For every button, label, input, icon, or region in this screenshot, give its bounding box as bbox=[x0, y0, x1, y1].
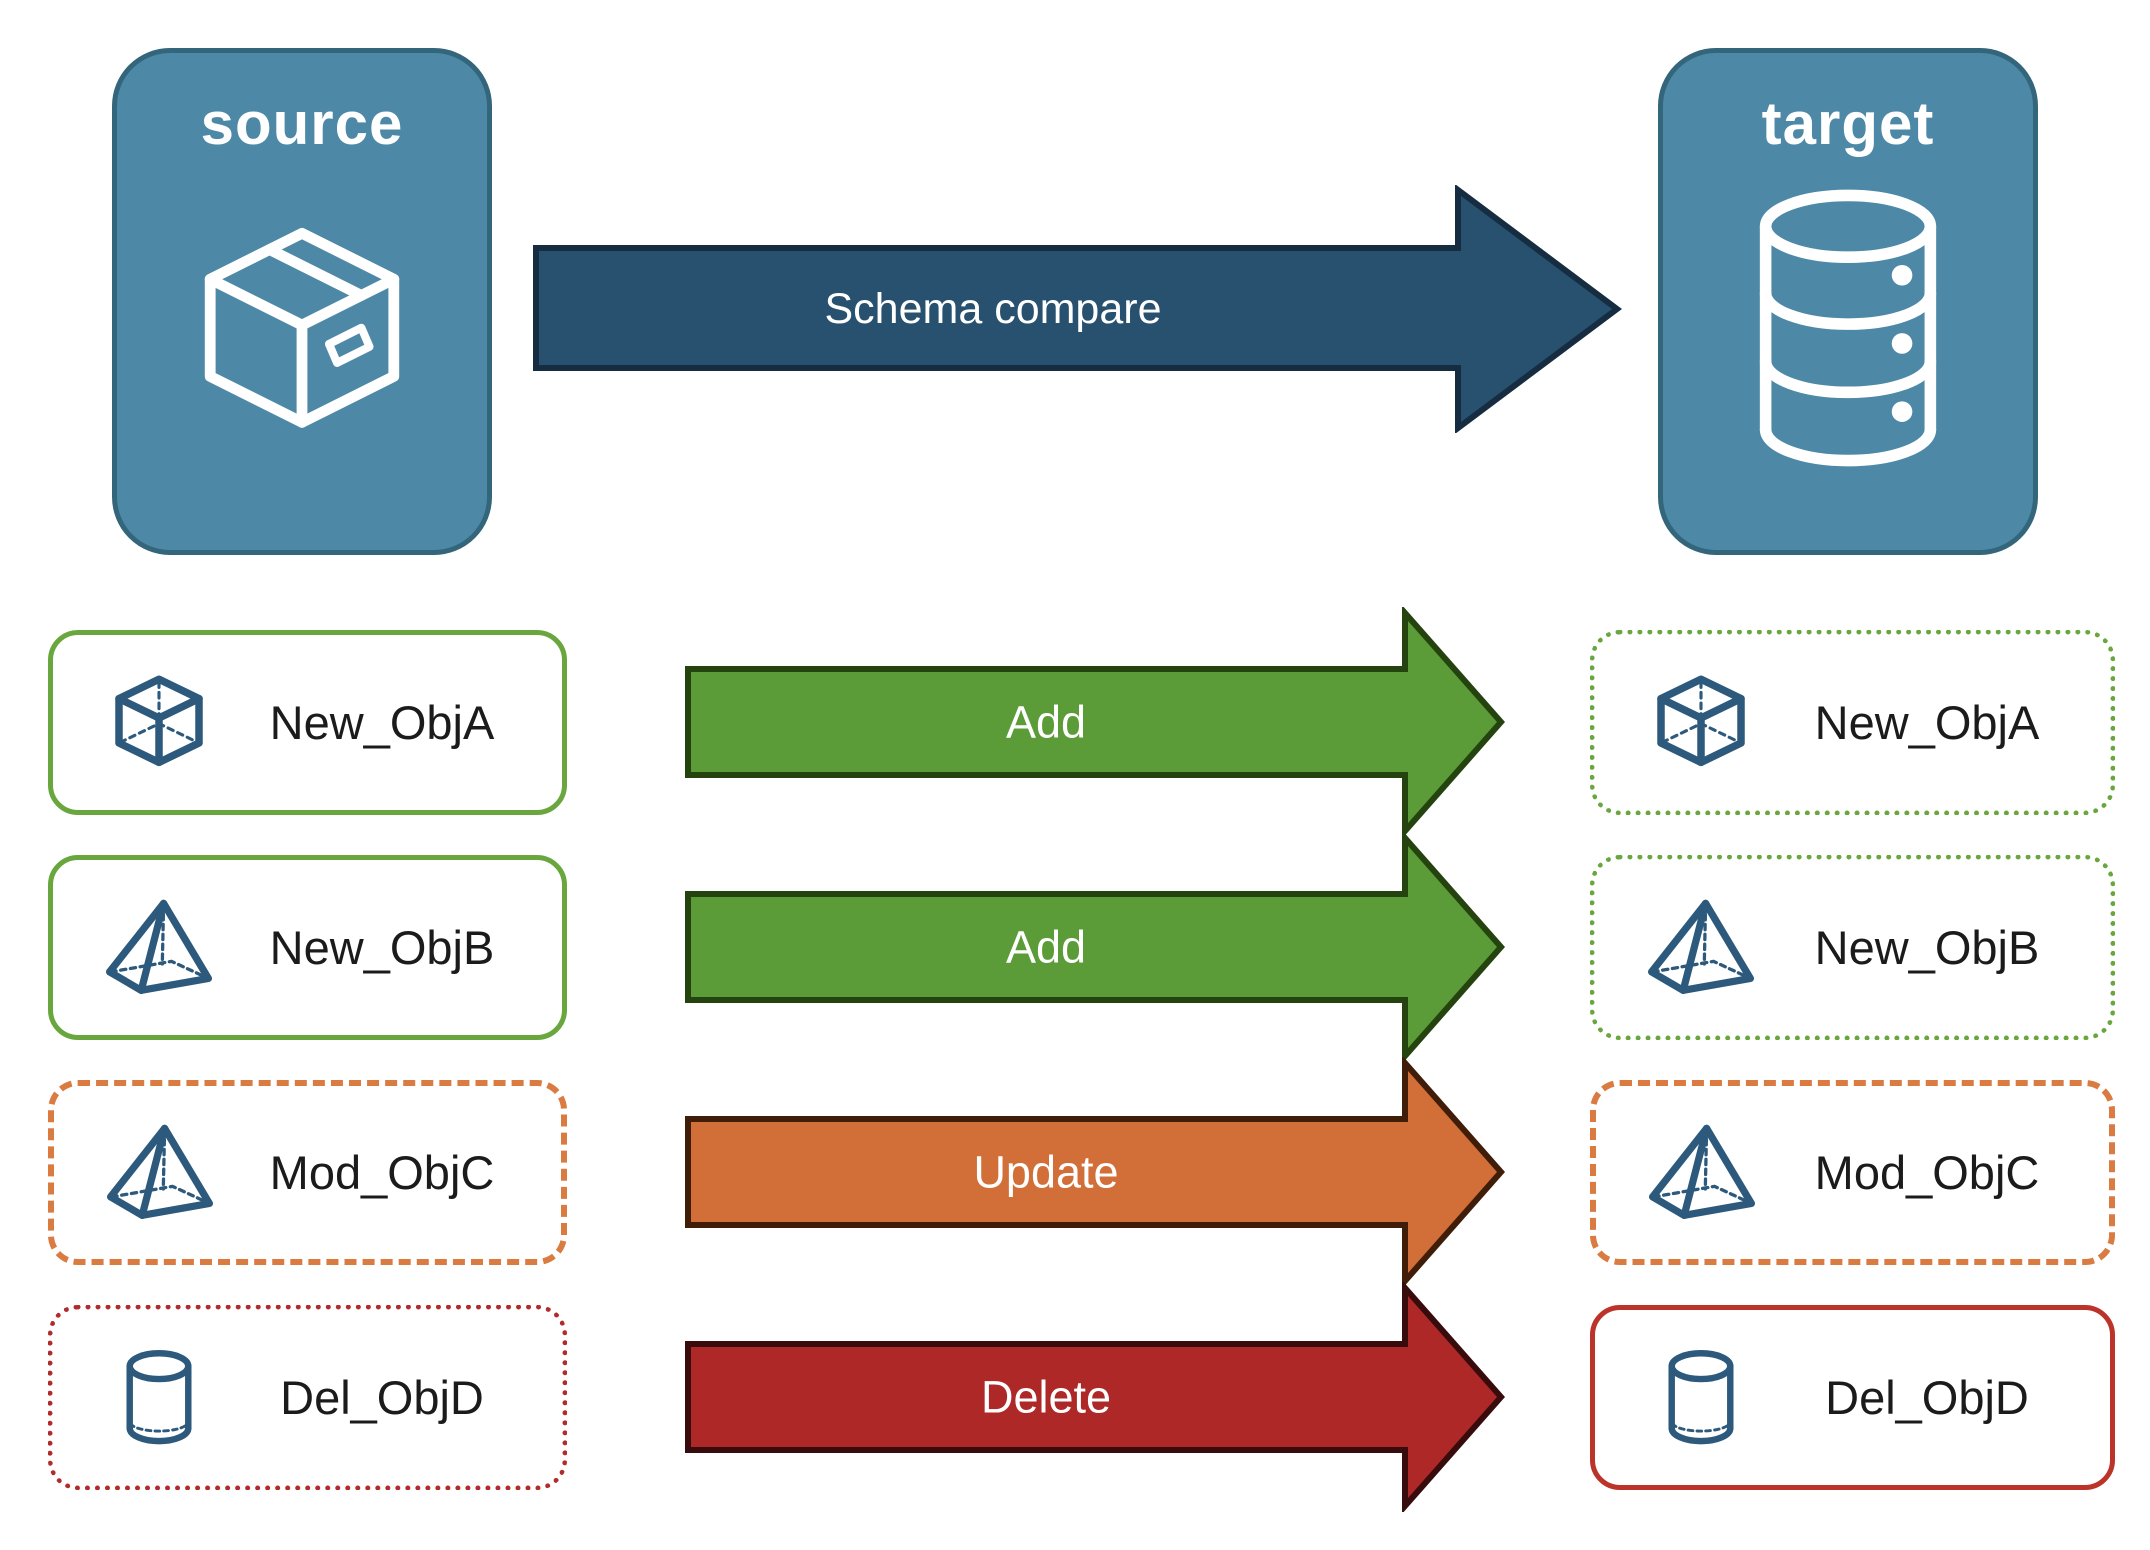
target-object-new-obja: New_ObjA bbox=[1590, 630, 2115, 815]
source-node-label: source bbox=[200, 90, 404, 157]
pyramid-icon bbox=[102, 1115, 217, 1230]
pyramid-icon bbox=[1643, 890, 1758, 1005]
source-object-new-obja: New_ObjA bbox=[48, 630, 567, 815]
update-arrow-row3: Update bbox=[685, 1057, 1505, 1287]
add-arrow-row2: Add bbox=[685, 832, 1505, 1062]
cylinder-icon bbox=[1643, 1340, 1758, 1455]
add-arrow-row1: Add bbox=[685, 607, 1505, 837]
pyramid-icon bbox=[1644, 1115, 1759, 1230]
target-node-label: target bbox=[1761, 90, 1935, 157]
delete-arrow-label: Delete bbox=[981, 1372, 1111, 1423]
source-object-mod-objc: Mod_ObjC bbox=[48, 1080, 567, 1265]
target-node: target bbox=[1658, 48, 2038, 555]
delete-arrow-row4: Delete bbox=[685, 1282, 1505, 1512]
object-label: New_ObjA bbox=[269, 696, 495, 749]
schema-compare-arrow-label: Schema compare bbox=[825, 285, 1162, 333]
update-arrow-label: Update bbox=[973, 1147, 1118, 1198]
object-label: New_ObjB bbox=[1814, 921, 2040, 974]
object-label: New_ObjB bbox=[269, 921, 495, 974]
database-icon bbox=[1759, 189, 1937, 467]
object-label: Del_ObjD bbox=[280, 1371, 484, 1424]
cylinder-icon bbox=[101, 1340, 216, 1455]
object-label: New_ObjA bbox=[1814, 696, 2040, 749]
target-object-new-objb: New_ObjB bbox=[1590, 855, 2115, 1040]
object-label: Del_ObjD bbox=[1825, 1371, 2029, 1424]
add-arrow-label: Add bbox=[1006, 697, 1086, 748]
add-arrow-label: Add bbox=[1006, 922, 1086, 973]
source-object-new-objb: New_ObjB bbox=[48, 855, 567, 1040]
object-label: Mod_ObjC bbox=[269, 1146, 495, 1199]
pyramid-icon bbox=[101, 890, 216, 1005]
package-icon bbox=[204, 227, 400, 428]
cube-icon bbox=[101, 665, 216, 780]
source-node: source bbox=[112, 48, 492, 555]
target-object-del-objd: Del_ObjD bbox=[1590, 1305, 2115, 1490]
source-object-del-objd: Del_ObjD bbox=[48, 1305, 567, 1490]
target-object-mod-objc: Mod_ObjC bbox=[1590, 1080, 2115, 1265]
cube-icon bbox=[1643, 665, 1758, 780]
object-label: Mod_ObjC bbox=[1814, 1146, 2040, 1199]
schema-compare-arrow: Schema compare bbox=[533, 185, 1623, 433]
